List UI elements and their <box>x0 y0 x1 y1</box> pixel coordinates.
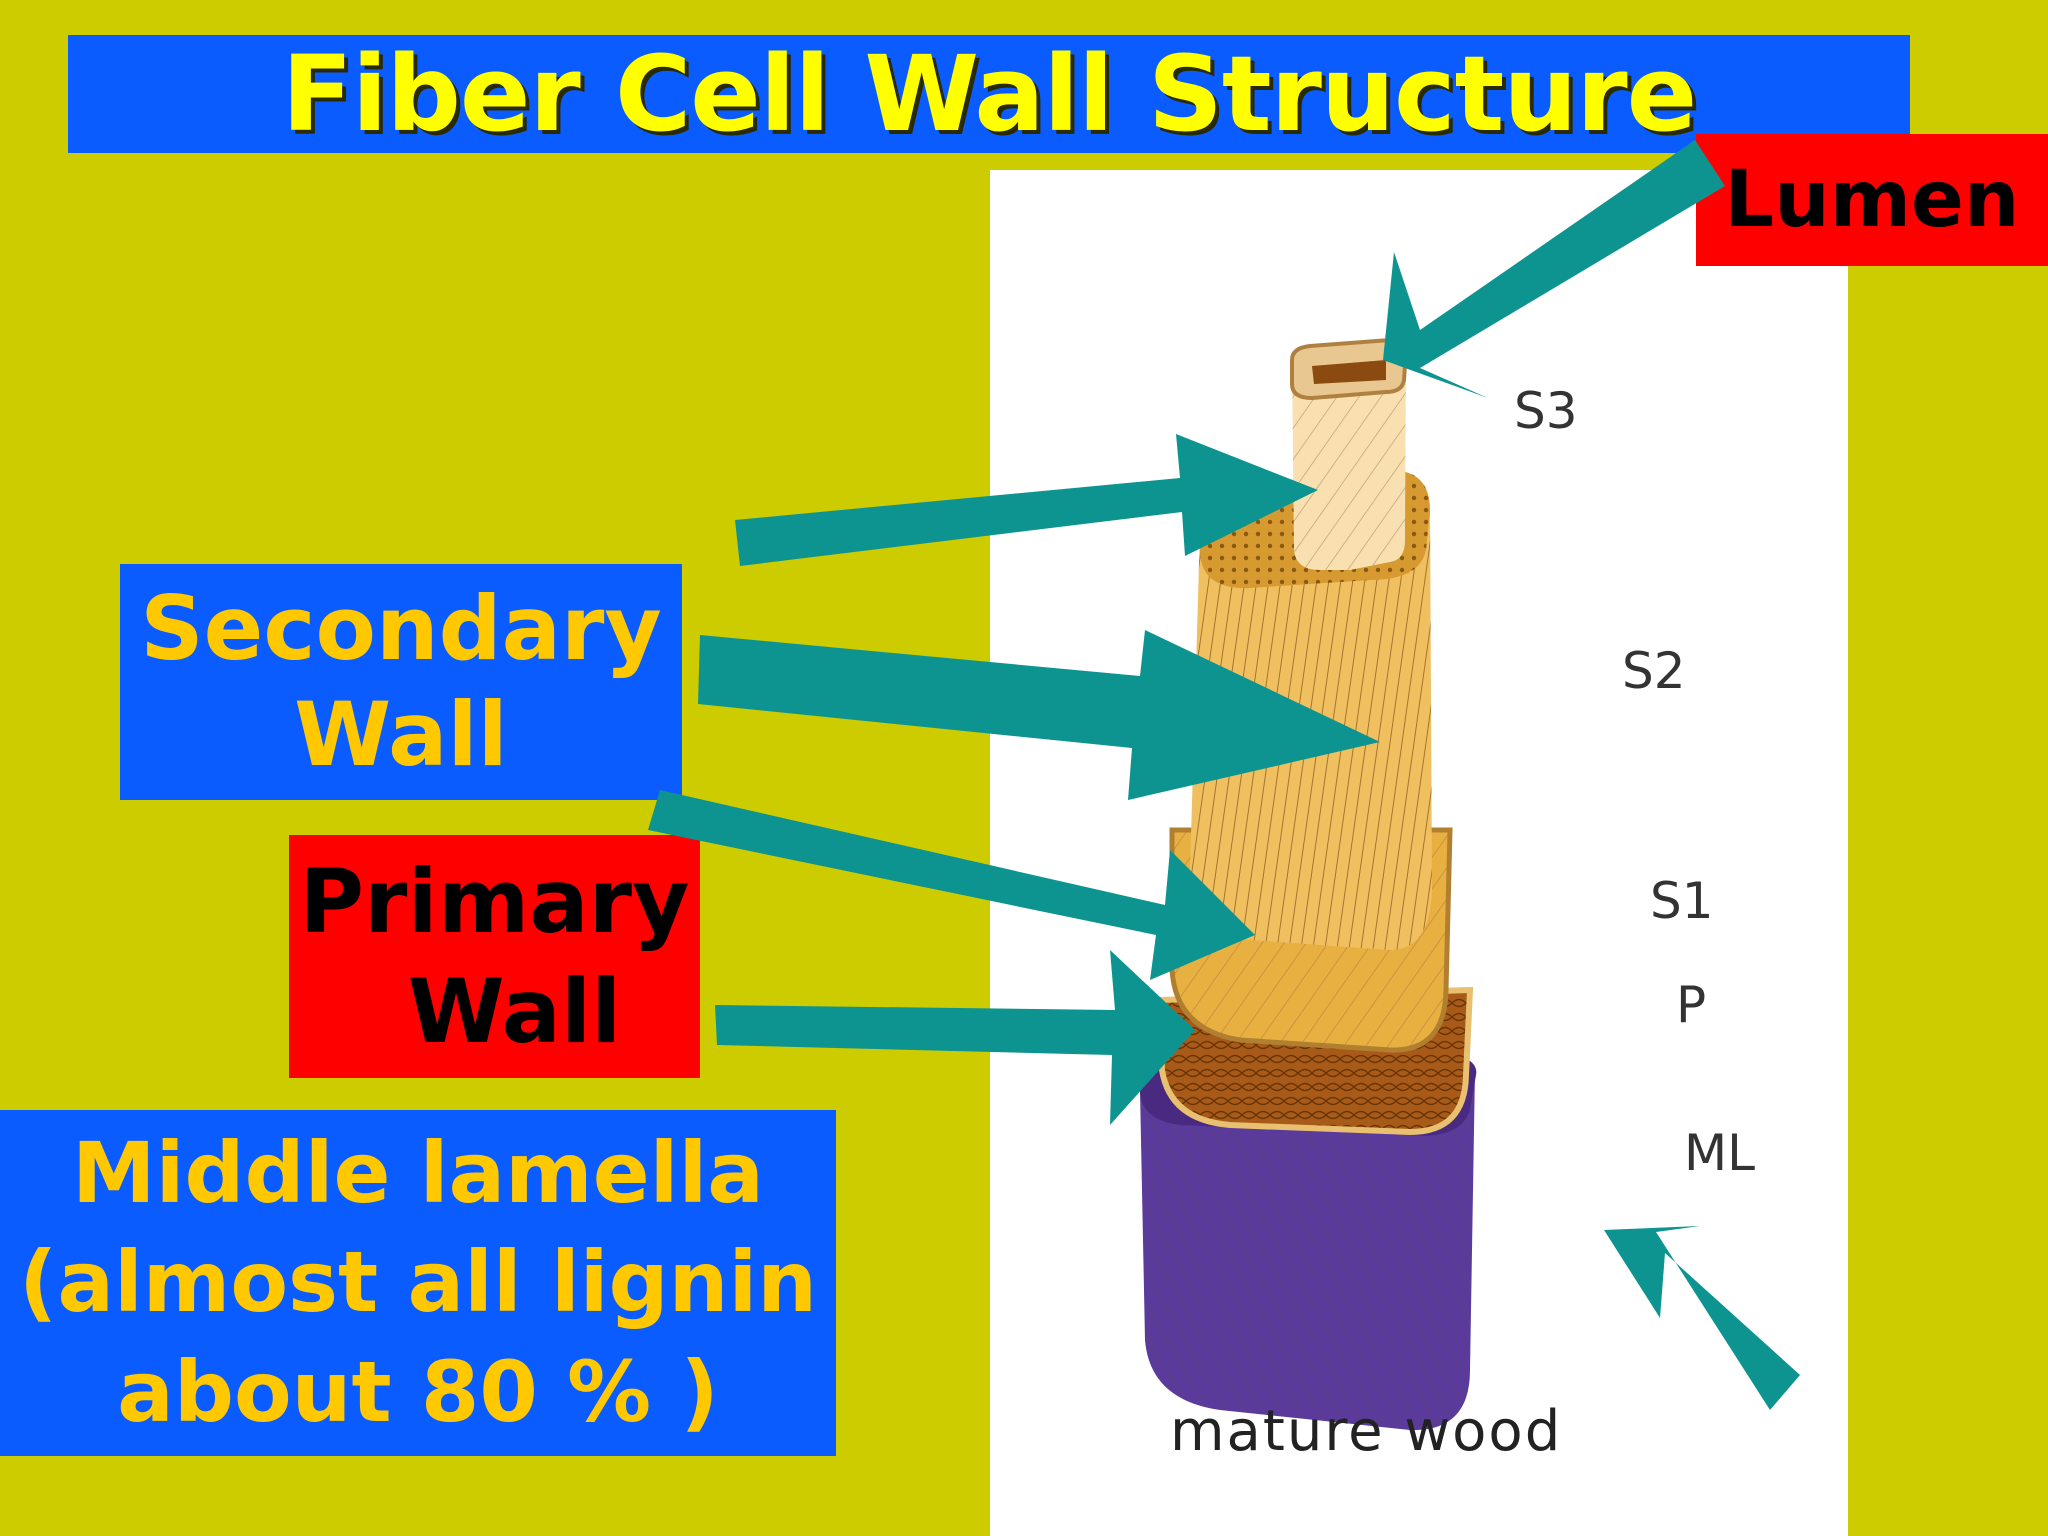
middle-lamella-label-line2: (almost all lignin <box>18 1233 818 1332</box>
middle-lamella-callout: Middle lamella (almost all lignin about … <box>0 1110 836 1456</box>
secondary-wall-callout: Secondary Wall <box>120 564 682 800</box>
lumen-opening <box>1312 360 1386 384</box>
secondary-wall-label-line1: Secondary <box>140 577 662 681</box>
title-banner: Fiber Cell Wall Structure <box>68 35 1910 153</box>
middle-lamella-label-line3: about 80 % ) <box>117 1342 719 1441</box>
layer-label-ml: ML <box>1684 1124 1755 1182</box>
fiber-cell-diagram: S3 S2 S1 P ML mature wood <box>1140 337 1755 1464</box>
primary-wall-label-line2: Wall <box>407 959 622 1063</box>
middle-lamella-label-line1: Middle lamella <box>72 1124 764 1223</box>
primary-wall-callout: Primary Wall <box>289 835 700 1078</box>
diagram-caption: mature wood <box>1170 1399 1562 1464</box>
secondary-wall-label-line2: Wall <box>294 683 508 786</box>
layer-label-p: P <box>1676 976 1706 1034</box>
diagram-panel: S3 S2 S1 P ML mature wood <box>990 170 1848 1536</box>
s3-layer <box>1290 337 1409 570</box>
layer-label-s2: S2 <box>1622 642 1686 700</box>
lumen-label: Lumen <box>1724 155 2020 245</box>
page-title: Fiber Cell Wall Structure <box>281 33 1697 155</box>
layer-label-s1: S1 <box>1650 872 1714 930</box>
layer-label-s3: S3 <box>1514 382 1578 440</box>
primary-wall-label-line1: Primary <box>299 849 690 953</box>
lumen-callout: Lumen <box>1696 134 2048 266</box>
